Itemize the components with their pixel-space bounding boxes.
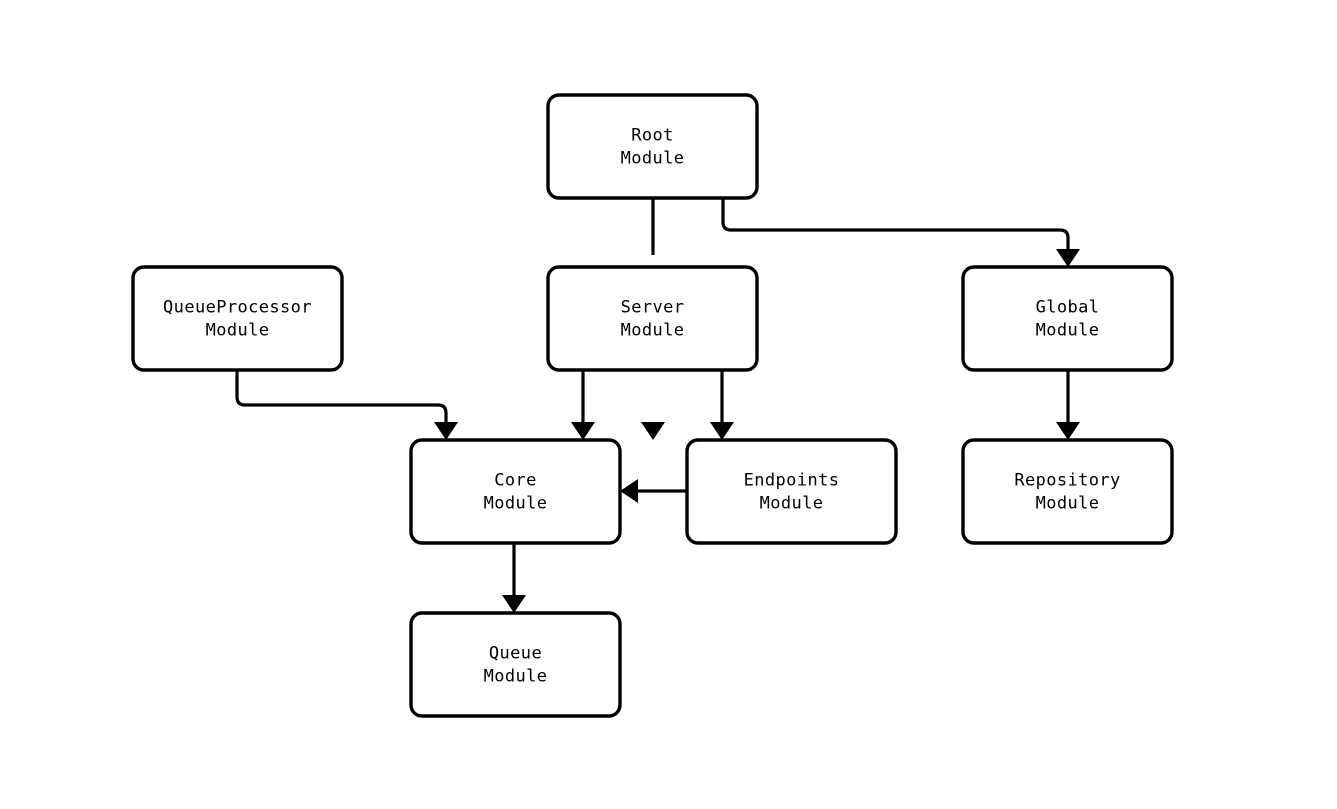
node-label-repository-line1: Repository (1014, 471, 1120, 491)
node-box-queueprocessor[interactable] (131, 265, 344, 372)
node-label-server-line2: Module (621, 321, 685, 341)
node-label-root-line2: Module (621, 149, 685, 169)
arrowhead-head-root-to-server (641, 422, 665, 440)
arrowhead-head-queueprocessor-to-core (434, 422, 458, 440)
node-label-server-line1: Server (621, 298, 685, 318)
node-label-endpoints-line2: Module (760, 494, 824, 514)
node-box-global[interactable] (961, 265, 1174, 372)
edges-layer (235, 198, 1070, 601)
arrowhead-head-root-to-global (1056, 249, 1080, 267)
node-label-queue-line2: Module (484, 667, 548, 687)
arrowhead-head-server-to-endpoints (710, 422, 734, 440)
arrowhead-head-global-to-repository (1056, 422, 1080, 440)
nodes-layer: RootModuleQueueProcessorModuleServerModu… (131, 93, 1174, 718)
node-box-root[interactable] (546, 93, 759, 200)
node-label-core-line2: Module (484, 494, 548, 514)
node-label-queueprocessor-line2: Module (206, 321, 270, 341)
node-label-global-line1: Global (1036, 298, 1100, 318)
arrowheads-layer (434, 249, 1080, 613)
node-label-global-line2: Module (1036, 321, 1100, 341)
edge-root-to-global (721, 198, 1070, 255)
node-box-server[interactable] (546, 265, 759, 372)
node-label-queueprocessor-line1: QueueProcessor (163, 298, 312, 318)
edge-queueprocessor-to-core (235, 370, 448, 428)
node-label-endpoints-line1: Endpoints (744, 471, 840, 491)
arrowhead-head-core-to-queue (502, 595, 526, 613)
node-box-endpoints[interactable] (685, 438, 898, 545)
node-box-core[interactable] (409, 438, 622, 545)
node-box-repository[interactable] (961, 438, 1174, 545)
node-label-repository-line2: Module (1036, 494, 1100, 514)
node-label-queue-line1: Queue (489, 644, 542, 664)
arrowhead-head-endpoints-to-core (620, 479, 638, 503)
node-label-root-line1: Root (631, 126, 674, 146)
node-box-queue[interactable] (409, 611, 622, 718)
arrowhead-head-server-to-core (571, 422, 595, 440)
node-label-core-line1: Core (494, 471, 537, 491)
